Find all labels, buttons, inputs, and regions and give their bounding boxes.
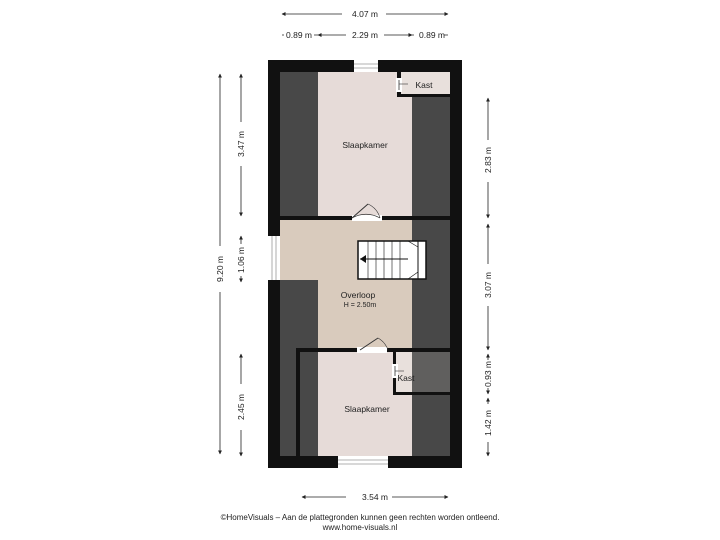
bottom-closet-slope <box>412 352 450 392</box>
svg-text:2.29 m: 2.29 m <box>352 30 378 40</box>
svg-text:2.45 m: 2.45 m <box>236 394 246 420</box>
window-bottom <box>338 456 388 468</box>
bottom-closet-label: Kast <box>397 373 415 383</box>
top-closet-floor <box>400 72 450 96</box>
landing-right-slope <box>412 220 450 348</box>
door-top-closet <box>396 78 408 92</box>
bottom-left-slope-inner <box>300 352 318 456</box>
svg-text:1.06 m: 1.06 m <box>236 247 246 273</box>
top-closet-label: Kast <box>415 80 433 90</box>
dim-left-segments: 3.47 m 1.06 m 2.45 m <box>236 73 246 457</box>
svg-text:3.54 m: 3.54 m <box>362 492 388 502</box>
svg-text:0.89 m: 0.89 m <box>419 30 445 40</box>
top-closet-wall-bottom <box>397 94 450 97</box>
dim-top-segments: 0.89 m 2.29 m 0.89 m <box>282 30 448 40</box>
bottom-right-slope <box>412 394 450 456</box>
dim-right-segments: 2.83 m 3.07 m 0.93 m 1.42 m <box>483 97 493 457</box>
top-bedroom-label: Slaapkamer <box>342 140 388 150</box>
dim-bottom-width: 3.54 m <box>301 492 449 502</box>
svg-text:9.20 m: 9.20 m <box>215 256 225 282</box>
top-left-roof-slope <box>280 72 318 218</box>
bottom-left-slope <box>280 280 296 456</box>
landing-label: Overloop <box>341 290 376 300</box>
top-right-roof-slope <box>412 96 450 218</box>
door-bottom-closet <box>392 364 404 378</box>
door-bottom-bedroom <box>357 337 389 353</box>
stairs <box>357 240 427 280</box>
dim-total-height: 9.20 m <box>215 73 225 455</box>
svg-text:3.07 m: 3.07 m <box>483 272 493 298</box>
window-left <box>268 236 280 280</box>
svg-text:2.83 m: 2.83 m <box>483 147 493 173</box>
dim-total-width: 4.07 m <box>281 9 449 19</box>
bottom-bedroom-label: Slaapkamer <box>344 404 390 414</box>
website-link[interactable]: www.home-visuals.nl <box>322 523 398 532</box>
top-bedroom-floor <box>318 72 412 218</box>
bottom-closet-wall-bottom <box>393 392 450 395</box>
svg-text:1.42 m: 1.42 m <box>483 410 493 436</box>
copyright-text: ©HomeVisuals – Aan de plattegronden kunn… <box>220 513 500 522</box>
bottom-left-inner-wall <box>296 348 300 456</box>
window-top <box>354 60 378 72</box>
landing-height-label: H = 2.50m <box>344 302 377 309</box>
svg-text:0.93 m: 0.93 m <box>483 361 493 387</box>
door-top-bedroom <box>351 203 382 221</box>
svg-text:0.89 m: 0.89 m <box>286 30 312 40</box>
svg-text:4.07 m: 4.07 m <box>352 9 378 19</box>
svg-text:3.47 m: 3.47 m <box>236 131 246 157</box>
